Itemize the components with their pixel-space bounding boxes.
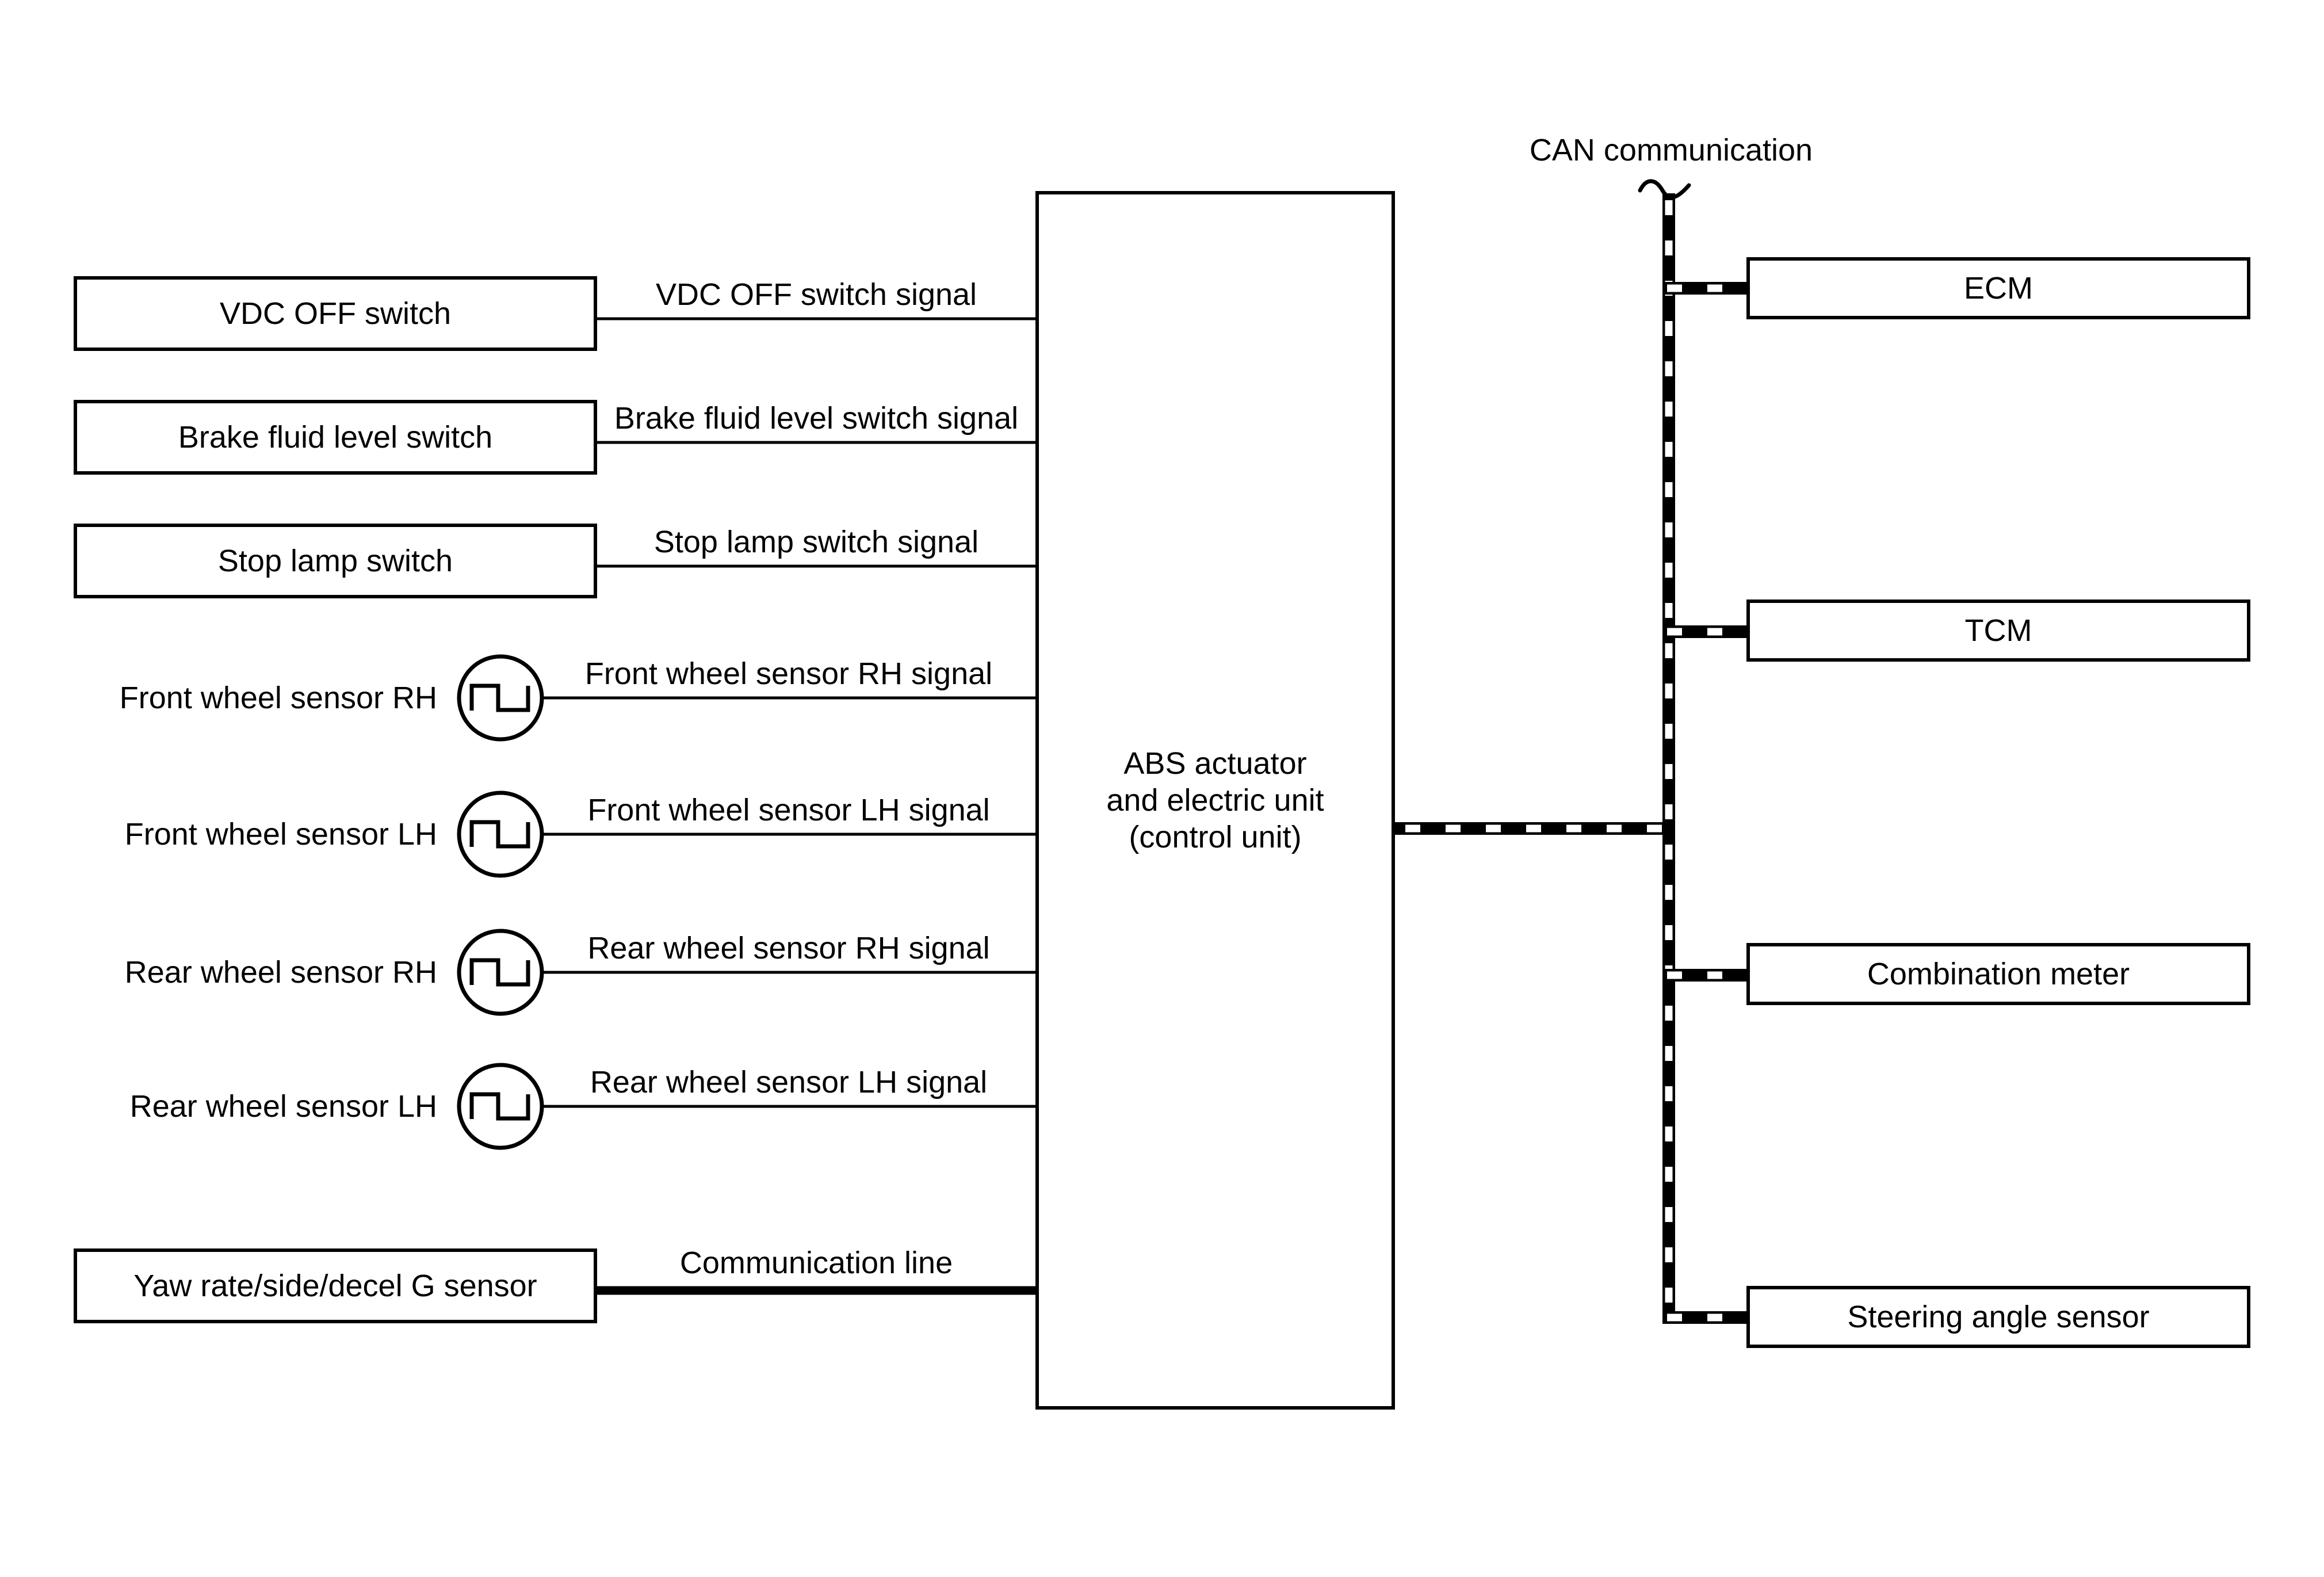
signal-label-rear-wheel-rh: Rear wheel sensor RH signal xyxy=(587,931,990,965)
control-unit-box: ABS actuator and electric unit (control … xyxy=(1035,191,1395,1410)
can-node-steering-angle-sensor: Steering angle sensor xyxy=(1746,1286,2250,1348)
can-node-label: ECM xyxy=(1964,271,2033,306)
input-box-stop-lamp-switch: Stop lamp switch xyxy=(74,524,597,598)
signal-label-stop-lamp: Stop lamp switch signal xyxy=(653,525,979,559)
control-unit-line3: (control unit) xyxy=(1129,820,1302,854)
input-box-label: Yaw rate/side/decel G sensor xyxy=(133,1269,537,1303)
signal-label-front-wheel-lh: Front wheel sensor LH signal xyxy=(587,793,990,827)
can-node-label: TCM xyxy=(1964,613,2032,648)
input-box-label: Brake fluid level switch xyxy=(178,420,493,455)
square-wave-glyph xyxy=(469,958,530,987)
sensor-label-rear-wheel-rh: Rear wheel sensor RH xyxy=(124,955,437,990)
tilde-break-icon xyxy=(1638,179,1691,200)
signal-label-communication-line: Communication line xyxy=(679,1246,953,1280)
square-wave-glyph xyxy=(469,684,530,712)
can-bus-title: CAN communication xyxy=(1529,133,1813,167)
front-wheel-sensor-rh-icon-group xyxy=(457,654,1037,742)
input-box-yaw-rate-sensor: Yaw rate/side/decel G sensor xyxy=(74,1248,597,1323)
control-unit-line2: and electric unit xyxy=(1106,783,1324,818)
sensor-label-rear-wheel-lh: Rear wheel sensor LH xyxy=(129,1089,437,1124)
can-node-label: Steering angle sensor xyxy=(1847,1300,2150,1334)
signal-label-rear-wheel-lh: Rear wheel sensor LH signal xyxy=(590,1065,988,1099)
square-wave-glyph xyxy=(469,1092,530,1121)
rear-wheel-sensor-rh-icon-group xyxy=(457,929,1037,1016)
can-node-combination-meter: Combination meter xyxy=(1746,943,2250,1005)
input-box-vdc-off-switch: VDC OFF switch xyxy=(74,276,597,351)
signal-label-front-wheel-rh: Front wheel sensor RH signal xyxy=(584,656,993,691)
can-node-ecm: ECM xyxy=(1746,257,2250,319)
rear-wheel-sensor-lh-icon-group xyxy=(457,1063,1037,1150)
sensor-label-front-wheel-lh: Front wheel sensor LH xyxy=(124,817,437,851)
front-wheel-sensor-lh-icon-group xyxy=(457,791,1037,878)
control-unit-line1: ABS actuator xyxy=(1123,746,1307,781)
signal-label-brake-fluid: Brake fluid level switch signal xyxy=(614,401,1019,436)
input-box-label: Stop lamp switch xyxy=(217,544,453,578)
square-wave-glyph xyxy=(469,820,530,849)
input-box-label: VDC OFF switch xyxy=(219,296,452,331)
can-node-label: Combination meter xyxy=(1867,957,2130,991)
sensor-label-front-wheel-rh: Front wheel sensor RH xyxy=(119,681,437,715)
input-box-brake-fluid-level-switch: Brake fluid level switch xyxy=(74,400,597,475)
signal-label-vdc-off: VDC OFF switch signal xyxy=(655,277,977,312)
can-node-tcm: TCM xyxy=(1746,600,2250,662)
